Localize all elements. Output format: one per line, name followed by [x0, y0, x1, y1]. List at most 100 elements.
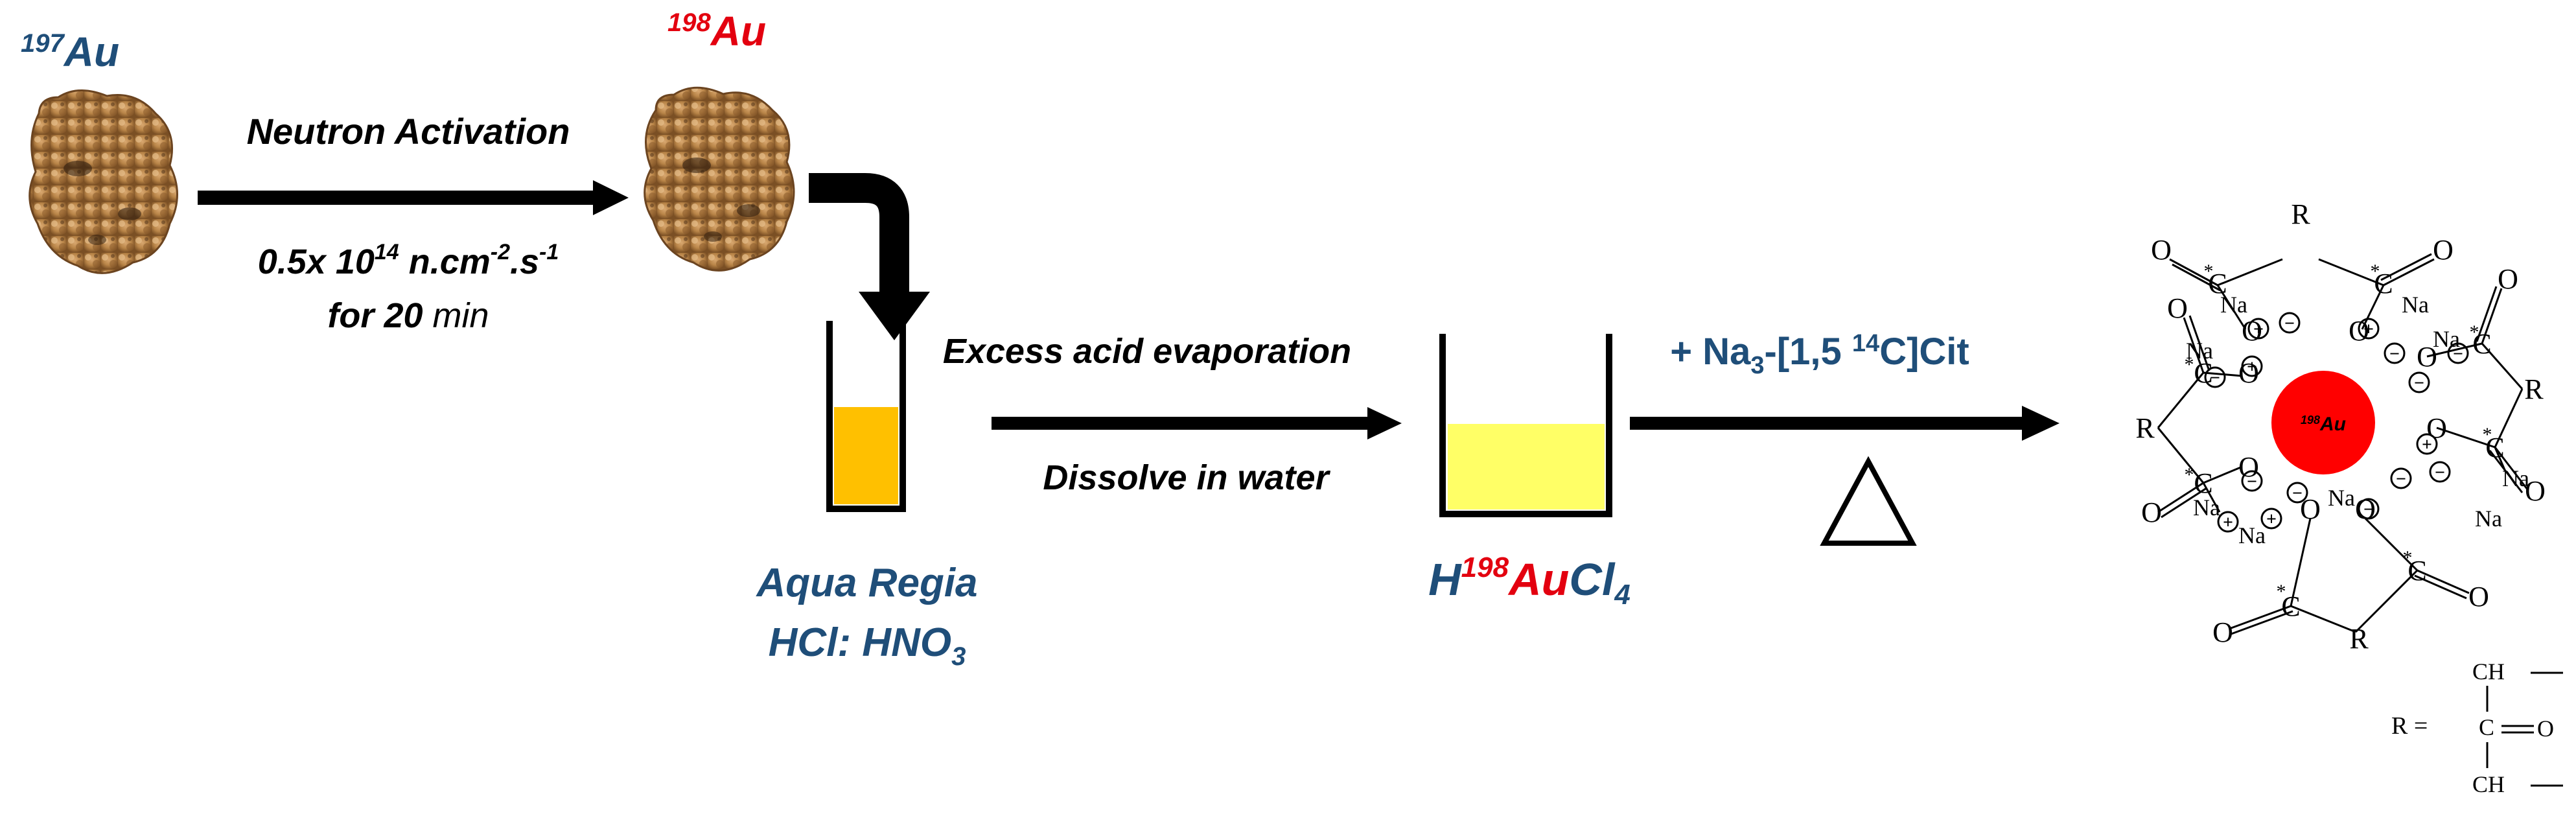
- citrate-reagent-label: + Na3-[1,5 14C]Cit: [1670, 330, 1969, 379]
- svg-text:Na: Na: [2475, 506, 2502, 532]
- gold-nanoparticle-core: [2271, 371, 2375, 474]
- svg-text:R: R: [2349, 623, 2369, 655]
- charge-signs: + − + − − − + − − + − + − − − +: [2210, 314, 2463, 533]
- svg-text:CH: CH: [2472, 659, 2505, 684]
- stable-gold-symbol: Au: [63, 29, 119, 75]
- svg-text:Na: Na: [2238, 522, 2266, 548]
- svg-text:C: C: [2485, 432, 2504, 463]
- svg-text:C: C: [2208, 268, 2227, 299]
- svg-text:−: −: [2247, 472, 2257, 492]
- irradiation-duration-label: for 20 min: [327, 296, 489, 335]
- svg-text:+: +: [2363, 320, 2374, 340]
- stable-gold-label: 197Au: [21, 29, 119, 75]
- stable-gold-mass: 197: [21, 29, 65, 58]
- svg-text:C: C: [2479, 714, 2494, 740]
- svg-text:R: R: [2524, 373, 2544, 405]
- evaporation-arrow: [992, 407, 1402, 439]
- chloroauric-mass: 198: [1461, 552, 1509, 583]
- svg-text:*: *: [2185, 464, 2194, 485]
- chloroauric-au: Au: [1507, 554, 1569, 605]
- structure-labels: R O C * C * O O O Na Na O C * Na O R O C…: [2135, 198, 2546, 655]
- svg-text:O: O: [2238, 451, 2259, 483]
- svg-text:O: O: [2426, 412, 2447, 444]
- svg-text:O: O: [2300, 493, 2321, 525]
- chloroauric-h: H: [1428, 554, 1462, 605]
- svg-text:C: C: [2194, 357, 2212, 389]
- svg-text:O: O: [2468, 581, 2489, 613]
- svg-text:O: O: [2537, 716, 2554, 742]
- evaporation-label: Excess acid evaporation: [943, 332, 1351, 371]
- dissolution-arrow: [809, 173, 930, 340]
- svg-text:O: O: [2355, 493, 2376, 525]
- svg-text:+: +: [2422, 435, 2432, 455]
- reduction-arrow: [1630, 406, 2060, 441]
- svg-text:+: +: [2253, 320, 2264, 340]
- activated-gold-nugget: [644, 86, 795, 272]
- svg-text:Na: Na: [2220, 292, 2247, 318]
- dissolve-label: Dissolve in water: [1043, 458, 1330, 497]
- svg-text:*: *: [2470, 321, 2479, 343]
- svg-text:−: −: [2396, 469, 2406, 489]
- svg-text:+: +: [2266, 509, 2277, 530]
- svg-text:−: −: [2210, 368, 2220, 388]
- svg-text:*: *: [2185, 354, 2194, 375]
- svg-text:C: C: [2281, 590, 2300, 622]
- svg-text:*: *: [2277, 581, 2286, 602]
- heat-triangle-icon: [1820, 456, 1917, 546]
- core-label: 198Au: [2301, 414, 2346, 435]
- aqua-regia-beaker: [826, 321, 906, 512]
- svg-text:Na: Na: [2502, 465, 2529, 491]
- chloroauric-cl: Cl: [1569, 554, 1616, 605]
- svg-text:−: −: [2453, 344, 2463, 364]
- svg-text:R =: R =: [2391, 712, 2428, 740]
- svg-text:*: *: [2403, 547, 2413, 568]
- svg-text:*: *: [2371, 261, 2380, 282]
- svg-text:C: C: [2194, 467, 2212, 499]
- svg-text:Na: Na: [2328, 485, 2355, 511]
- svg-text:Na: Na: [2186, 338, 2213, 364]
- svg-text:R: R: [2291, 198, 2310, 230]
- aqua-regia-title: Aqua Regia: [755, 561, 977, 605]
- svg-text:C: C: [2408, 555, 2426, 587]
- svg-text:O: O: [2417, 341, 2437, 373]
- r-group-legend: R = CH C O CH: [2391, 659, 2563, 797]
- activation-arrow: [198, 180, 629, 215]
- svg-text:O: O: [2151, 234, 2172, 266]
- svg-text:−: −: [2363, 500, 2374, 520]
- svg-text:O: O: [2238, 357, 2259, 389]
- svg-text:O: O: [2525, 475, 2546, 507]
- activated-gold-label: 198Au: [667, 8, 766, 54]
- svg-text:O: O: [2242, 315, 2262, 347]
- svg-text:Na: Na: [2193, 495, 2220, 520]
- svg-text:−: −: [2292, 484, 2303, 504]
- neutron-activation-label: Neutron Activation: [247, 111, 570, 152]
- svg-text:O: O: [2212, 616, 2233, 648]
- svg-text:C: C: [2472, 328, 2491, 360]
- svg-text:−: −: [2389, 344, 2400, 364]
- stable-gold-nugget: [29, 89, 178, 274]
- svg-text:CH: CH: [2472, 771, 2505, 797]
- neutron-flux-label: 0.5x 1014 n.cm-2.s-1: [258, 240, 559, 281]
- svg-text:C: C: [2374, 268, 2393, 299]
- svg-text:O: O: [2498, 263, 2518, 295]
- svg-text:−: −: [2435, 463, 2445, 483]
- aqua-regia-formula: HCl: HNO3: [769, 620, 966, 671]
- svg-text:Na: Na: [2402, 292, 2429, 318]
- svg-text:+: +: [2247, 357, 2257, 377]
- svg-text:O: O: [2433, 234, 2454, 266]
- svg-text:O: O: [2167, 292, 2188, 324]
- svg-text:+: +: [2223, 513, 2233, 533]
- product-beaker: [1439, 334, 1612, 517]
- svg-text:Na: Na: [2433, 326, 2460, 352]
- svg-text:−: −: [2284, 314, 2295, 334]
- svg-text:R: R: [2135, 412, 2155, 444]
- chloroauric-acid-label: H198AuCl4: [1428, 552, 1630, 611]
- citrate-capped-nanoparticle: 198Au: [2157, 253, 2529, 635]
- activated-gold-symbol: Au: [710, 8, 766, 54]
- svg-text:O: O: [2349, 315, 2369, 347]
- activated-gold-mass: 198: [667, 8, 711, 37]
- svg-text:*: *: [2483, 424, 2492, 445]
- svg-text:−: −: [2414, 373, 2424, 393]
- svg-text:*: *: [2204, 261, 2214, 282]
